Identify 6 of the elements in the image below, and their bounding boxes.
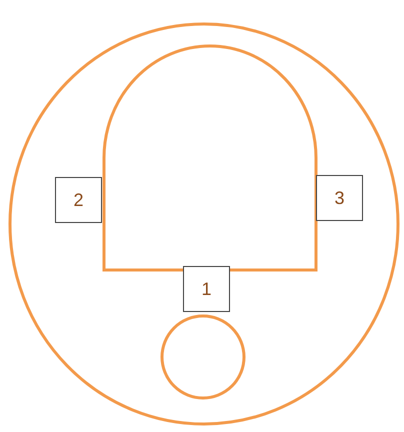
callout-box <box>55 177 102 223</box>
callout-number: 3 <box>334 188 344 208</box>
callout-box <box>316 175 363 221</box>
callout-number: 1 <box>201 278 212 300</box>
callout-number: 2 <box>73 190 84 210</box>
callout-box <box>183 266 230 312</box>
